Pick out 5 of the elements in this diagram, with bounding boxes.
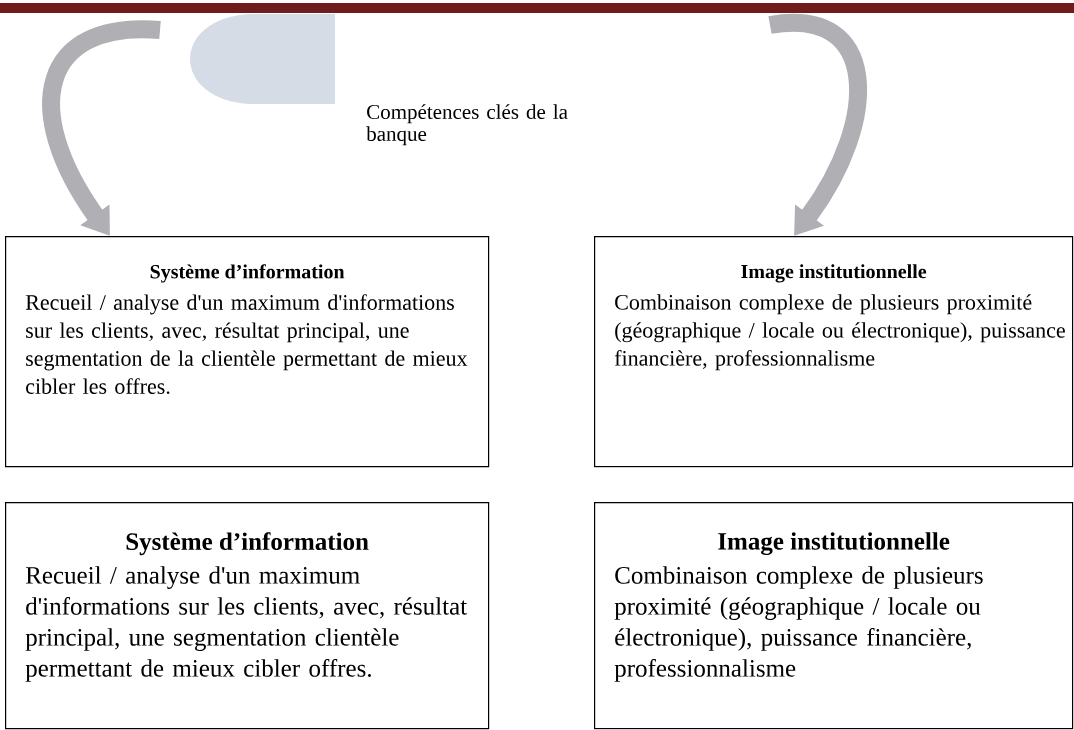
text-box: Système d’information Recueil / analyse d'un maximum d'informations sur les clients, avec, résultat principal, une segmentation de la clientèle permettant de mieux cibler les offres.: [5, 236, 490, 468]
title: Compétences clés de la banque: [366, 104, 568, 146]
text-box: Image institutionnelle Combinaison complexe de plusieurs proximité (géographique / locale ou électronique), puissance financière, professionnalisme: [594, 236, 1074, 468]
text-box: Image institutionnelle Combinaison complexe de plusieurs proximité (géographique / locale ou électronique), puissance financière, professionnalisme: [594, 502, 1074, 730]
text-box: Système d’information Recueil / analyse d'un maximum d'informations sur les clients, avec, résultat principal, une segmentation clientèle permettant de mieux cibler offres.: [5, 502, 490, 730]
